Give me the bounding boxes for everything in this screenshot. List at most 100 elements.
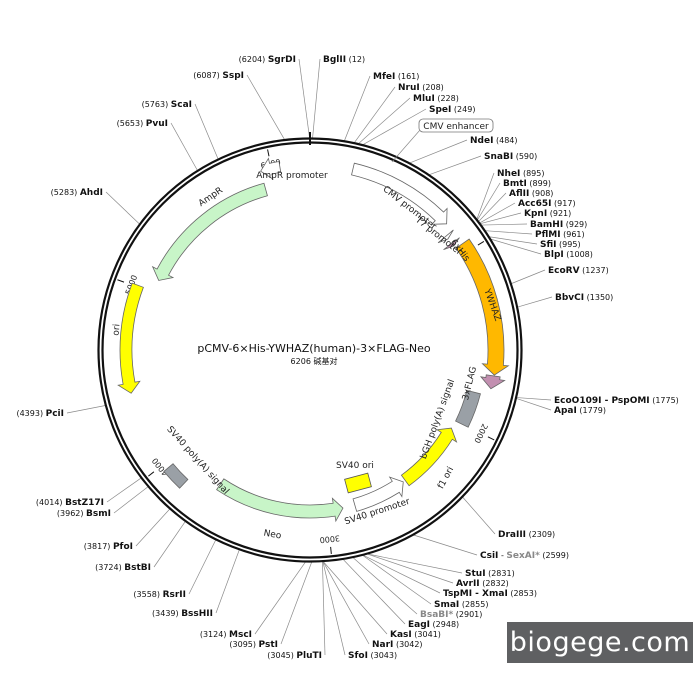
site-position: (590) [513, 152, 537, 161]
ampr-arrow [151, 182, 268, 281]
site-label: SpeI (249) [429, 105, 475, 115]
site-label: (5653) PvuI [117, 119, 168, 129]
3xflag-arrow [479, 374, 506, 390]
cmv-enhancer-label: CMV enhancer [423, 122, 489, 132]
site-leader [254, 561, 306, 635]
site-label: KpnI (921) [524, 209, 571, 219]
sv40-ori-label: SV40 ori [336, 461, 374, 471]
neo-arrow [216, 478, 344, 523]
site-name: CsiI [480, 551, 498, 561]
site-position: (5653) [117, 119, 146, 128]
site-label: SfoI (3043) [348, 651, 397, 661]
site-position: (5763) [142, 100, 171, 109]
site-leader [323, 561, 388, 635]
site-leader [280, 561, 313, 645]
site-position: (2832) [480, 579, 509, 588]
site-name: ApaI [554, 406, 577, 416]
site-label: BbvCI (1350) [555, 293, 613, 303]
site-name: BssHII [181, 609, 213, 619]
site-leader [342, 559, 406, 625]
plasmid-backbone [97, 132, 523, 563]
site-label: TspMI - XmaI (2853) [443, 589, 537, 599]
site-name: NdeI [470, 136, 493, 146]
site-name: PstI [259, 640, 278, 650]
site-position: (3439) [152, 609, 181, 618]
site-name: BsaBI* [420, 610, 453, 620]
t7-promoter-arrow [437, 229, 454, 244]
site-label: BglII (12) [323, 55, 365, 65]
site-position: (6204) [239, 55, 268, 64]
site-leader [246, 74, 285, 140]
site-name: RsrII [163, 590, 186, 600]
tick-label: 3000 [319, 533, 340, 544]
site-position: (929) [563, 220, 587, 229]
site-position: (3043) [368, 651, 397, 660]
site-leader [511, 269, 546, 284]
site-label: BlpI (1008) [544, 250, 593, 260]
site-position: (2855) [459, 600, 488, 609]
site-position: (2599) [540, 551, 569, 560]
site-leader [485, 230, 533, 235]
tick-mark [148, 471, 155, 477]
site-label: EagI (2948) [408, 620, 459, 630]
site-leader-lines [66, 58, 553, 656]
site-position: (208) [420, 83, 444, 92]
sv40-ori-box [344, 472, 372, 494]
site-name: StuI [465, 569, 486, 579]
site-name: BsmI [86, 509, 111, 519]
site-label: SnaBI (590) [484, 152, 537, 162]
site-label: StuI (2831) [465, 569, 515, 579]
site-label: (5283) AhdI [51, 188, 103, 198]
site-label: (6204) SgrDI [239, 55, 296, 65]
site-position: (5283) [51, 188, 80, 197]
site-leader [135, 508, 171, 547]
site-label: MfeI (161) [373, 72, 419, 82]
plasmid-size: 6206 碱基对 [291, 356, 338, 366]
site-label: NruI (208) [398, 83, 444, 93]
site-position: (995) [557, 240, 581, 249]
site-leader [362, 108, 427, 146]
cmv-enhancer-leader [391, 129, 421, 163]
site-position: (2853) [508, 589, 537, 598]
site-label: (3558) RsrII [133, 590, 186, 600]
site-name: NruI [398, 83, 420, 93]
site-label: (4014) BstZ17I [36, 498, 104, 508]
cmv-enhancer-tag: CMV enhancer [418, 118, 494, 133]
site-position: (2831) [486, 569, 515, 578]
site-name: KasI [390, 630, 412, 640]
site-name: MfeI [373, 72, 395, 82]
6xhis-arrow [443, 237, 460, 251]
ampr-promoter-arrow [260, 157, 282, 180]
site-leader [479, 202, 516, 224]
site-label: BmtI (899) [503, 179, 551, 189]
site-leader [322, 561, 346, 656]
neo-label: Neo [263, 529, 283, 542]
site-position: (899) [527, 179, 551, 188]
site-position: (921) [547, 209, 571, 218]
tick-mark [487, 436, 495, 441]
site-leader [476, 172, 495, 220]
cmv-promoter-arrow [351, 162, 448, 225]
site-label: SmaI (2855) [434, 600, 488, 610]
site-name: AflII [509, 189, 529, 199]
ywhaz-arrow [455, 238, 510, 376]
site-position: (3041) [412, 630, 441, 639]
site-label: (3045) PluTI [267, 651, 322, 661]
site-leader [105, 191, 140, 225]
tick-mark [477, 240, 485, 246]
site-extra-name: SexAI* [506, 551, 540, 561]
site-name: SfiI [540, 240, 557, 250]
site-label: ApaI (1779) [554, 406, 606, 416]
site-leader [490, 238, 542, 255]
tick-mark [330, 546, 332, 554]
f1-ori-arrow [400, 427, 458, 487]
site-label: BsaBI* (2901) [420, 610, 482, 620]
ampr-promoter-label: AmpR promoter [256, 171, 328, 181]
site-name: SfoI [348, 651, 368, 661]
site-position: (6087) [193, 71, 222, 80]
site-position: (4393) [16, 409, 45, 418]
site-name: ScaI [171, 100, 192, 110]
site-leader [170, 122, 198, 171]
site-name: BlpI [544, 250, 564, 260]
site-label: NdeI (484) [470, 136, 518, 146]
